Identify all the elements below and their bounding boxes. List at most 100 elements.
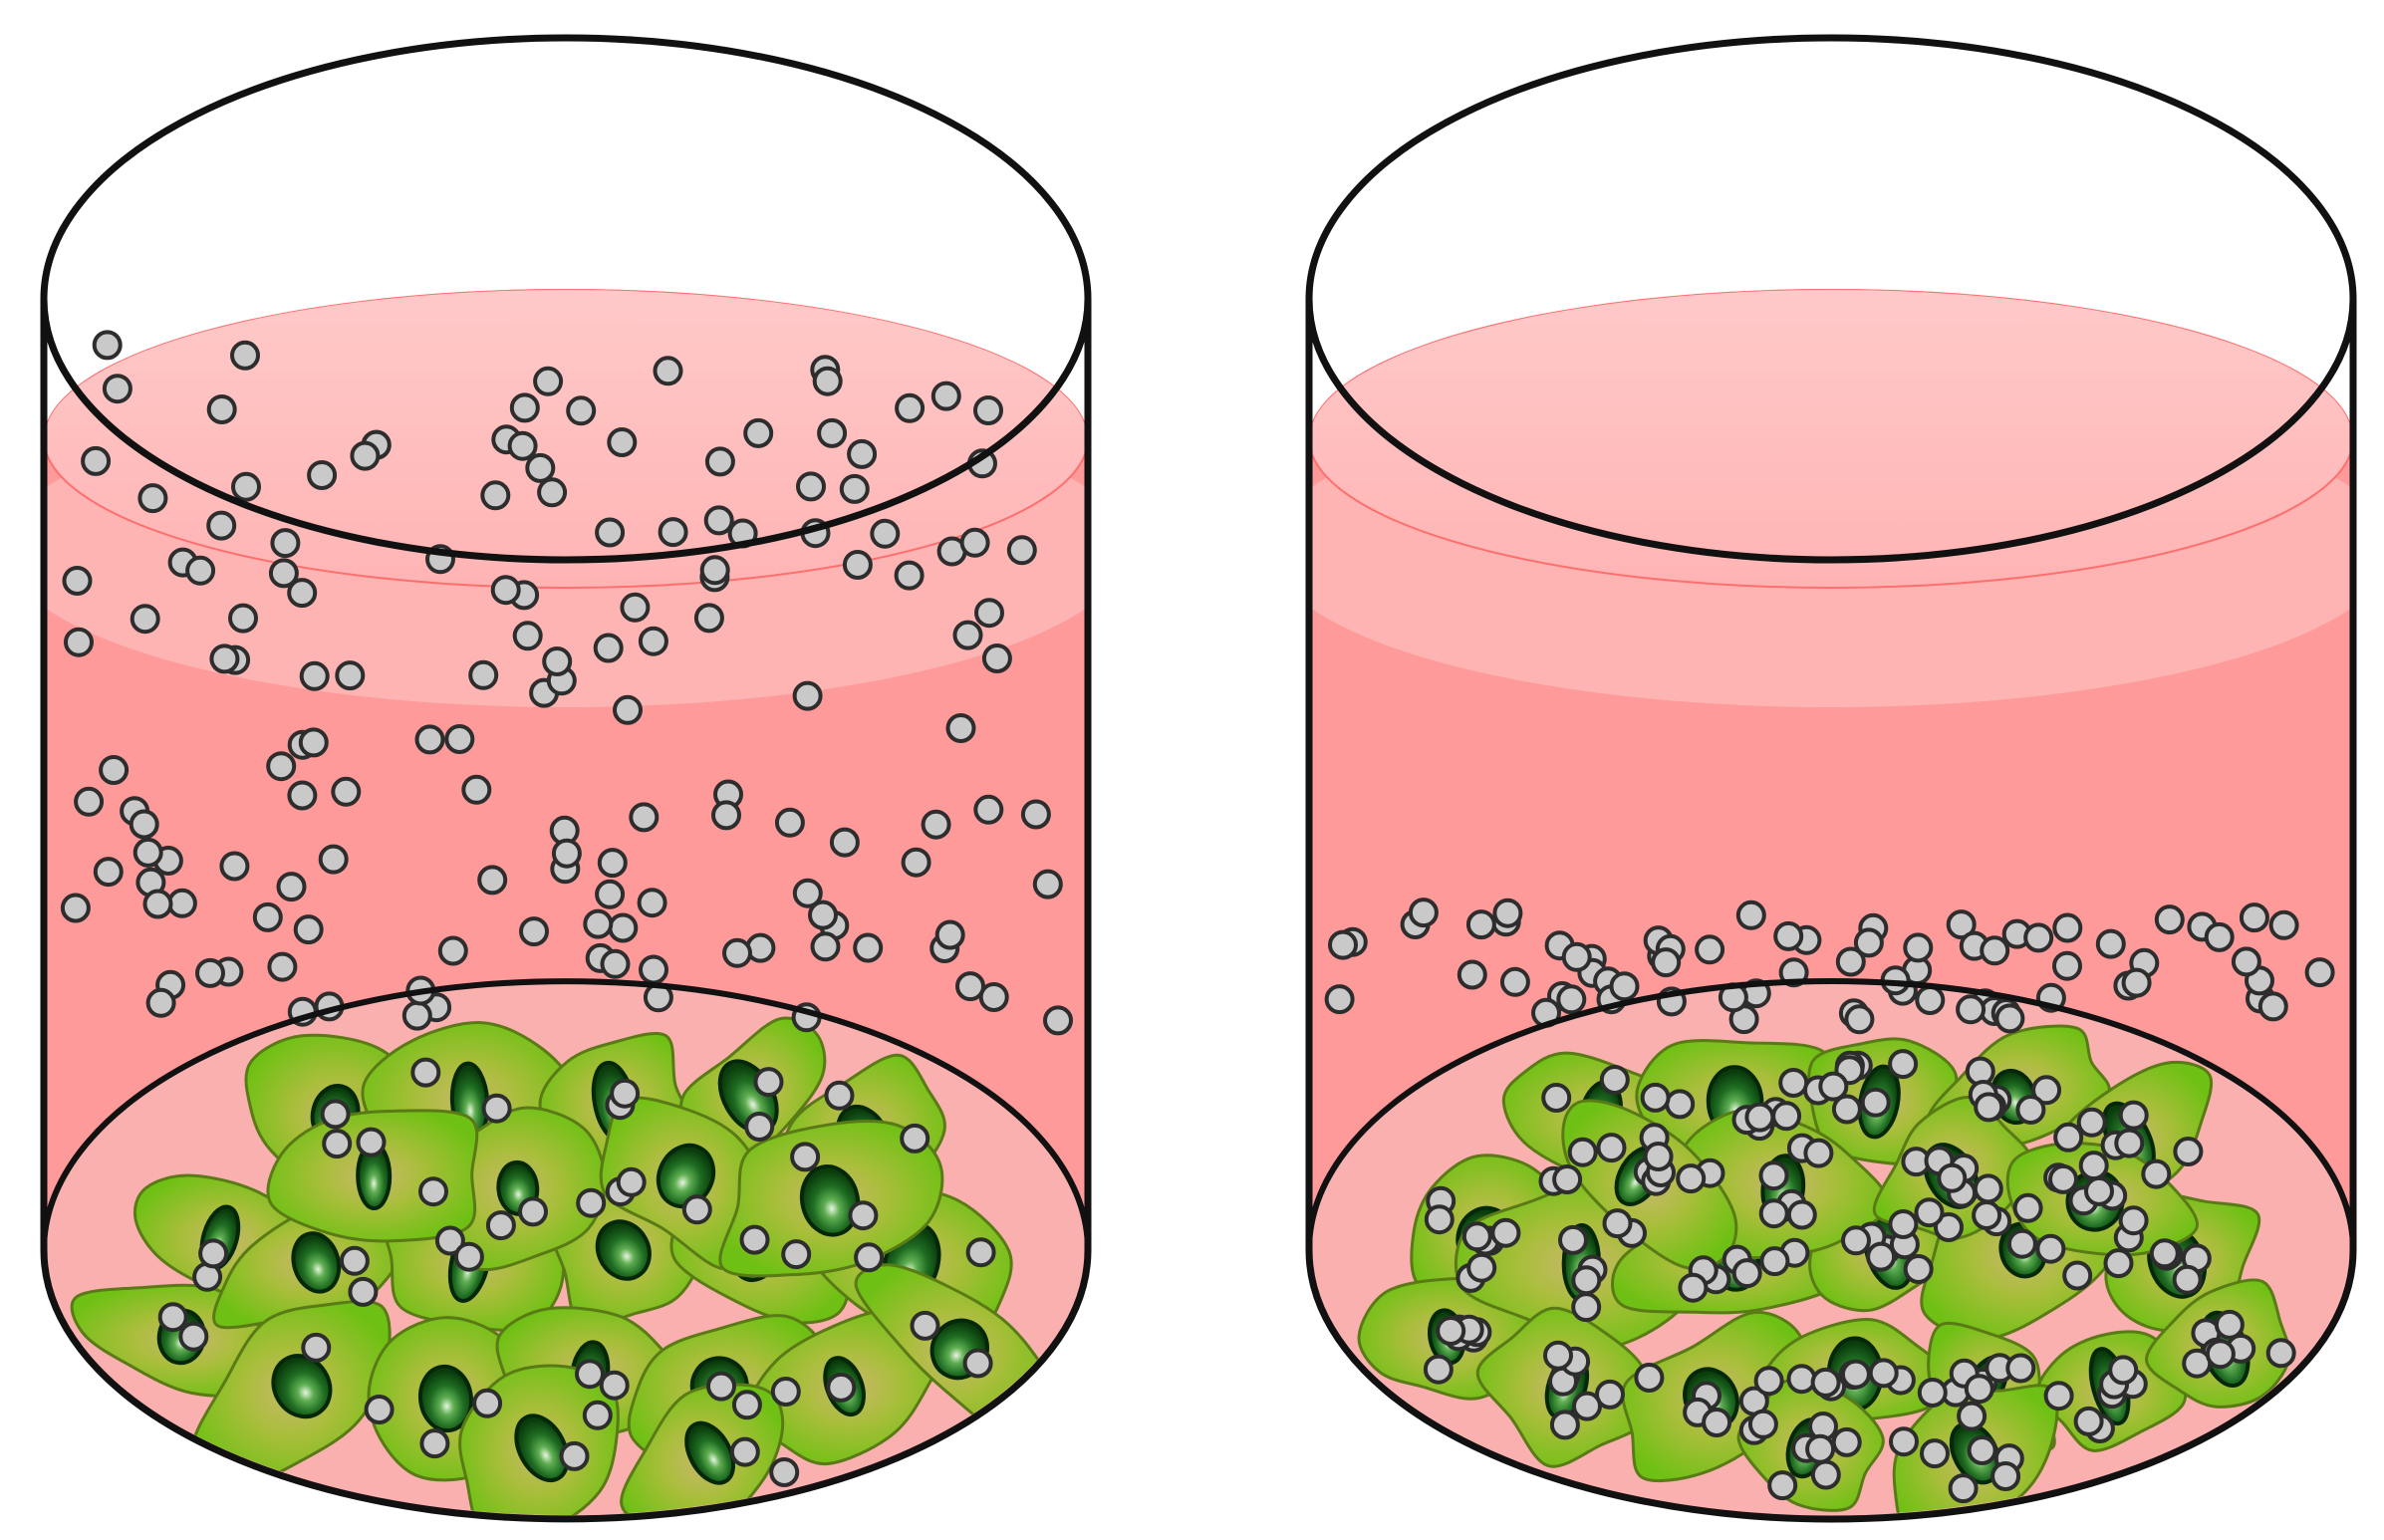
nanoparticle-icon [576,1187,607,1218]
nanoparticle-icon [2118,1205,2149,1236]
nanoparticle-icon [826,1372,857,1403]
nanoparticle-icon [848,1200,879,1231]
nanoparticle-icon [959,527,990,558]
nanoparticle-icon [2062,1260,2093,1291]
nanoparticle-icon [774,807,805,838]
nanoparticle-icon [978,982,1009,1012]
nanoparticle-icon [595,517,626,548]
nanoparticle-icon [2149,1238,2180,1269]
nanoparticle-icon [507,430,538,461]
nanoparticle-icon [593,633,624,663]
nanoparticle-icon [64,627,94,657]
nanoparticle-icon [1747,1409,1778,1439]
nanoparticle-icon [1651,947,1682,978]
nanoparticle-icon [1805,1433,1836,1464]
nanoparticle-icon [2005,1353,2036,1384]
nanoparticle-icon [2239,902,2269,933]
nanoparticle-icon [2118,1100,2149,1131]
nanoparticle-icon [930,381,961,411]
nanoparticle-icon [600,948,631,979]
nanoparticle-icon [599,1370,630,1401]
nanoparticle-icon [231,471,261,502]
nanoparticle-icon [1972,1200,2002,1230]
nanoparticle-icon [1020,799,1051,830]
beaker-wall [40,299,1092,1523]
nanoparticle-icon [307,460,338,490]
nucleus-icon [799,1163,861,1237]
nanoparticle-icon [62,566,93,596]
nanoparticle-icon [1466,1252,1497,1283]
beaker-settled [1305,34,2357,1523]
nanoparticle-icon [1543,1340,1573,1371]
nanoparticle-icon [1903,932,1934,963]
nanoparticle-icon [610,1078,641,1109]
nanoparticle-icon [1753,1366,1784,1397]
nanoparticle-icon [1903,1254,1934,1284]
nanoparticle-icon [900,1123,930,1154]
nanoparticle-icon [1499,966,1530,997]
nanoparticle-icon [1571,1292,1602,1323]
nanoparticle-icon [414,724,445,755]
nanoparticle-icon [2304,957,2335,988]
nanoparticle-icon [693,603,724,634]
nanoparticle-icon [2172,1264,2203,1295]
nanoparticle-icon [629,802,660,833]
nanoparticle-icon [1956,994,1987,1025]
nanoparticle-icon [1571,1265,1602,1296]
nanoparticle-icon [490,575,521,606]
nanoparticle-icon [582,1400,613,1430]
nanoparticle-icon [706,1371,736,1402]
nanoparticle-icon [1917,1378,1948,1408]
nanoparticle-icon [637,888,667,918]
nanoparticle-icon [472,1388,503,1418]
nanoparticle-icon [796,471,826,502]
nanoparticle-icon [744,1112,775,1142]
nanoparticle-icon [1457,959,1487,990]
nanoparticle-icon [410,1057,441,1088]
nanoparticle-icon [1835,946,1866,977]
nanoparticle-icon [595,879,626,909]
nanoparticle-icon [1771,1101,1802,1132]
nanoparticle-icon [1492,898,1523,928]
nanoparticle-icon [130,604,160,635]
nanoparticle-icon [1840,1359,1871,1390]
nanoparticle-icon [512,621,543,651]
nanoparticle-icon [1424,1204,1455,1235]
nanoparticle-icon [461,774,492,805]
nanoparticle-icon [1964,1374,1994,1405]
nanoparticle-icon [955,971,985,1002]
nanoparticle-icon [1831,1426,1862,1457]
nucleus-icon [684,1420,736,1485]
nanoparticle-icon [542,646,573,676]
nanoparticle-icon [620,592,651,623]
nanoparticle-icon [901,847,931,878]
nanoparticle-icon [2053,1122,2084,1153]
nanoparticle-icon [129,809,159,840]
nanoparticle-icon [731,1390,762,1420]
nanoparticle-icon [1599,1065,1630,1095]
nanoparticle-icon [2268,909,2299,940]
nanoparticle-icon [2231,946,2261,977]
nanoparticle-icon [301,1332,332,1363]
nanoparticle-icon [252,901,283,932]
nanoparticle-icon [331,776,362,807]
nanoparticle-icon [1043,1005,1073,1036]
nanoparticle-icon [157,1302,188,1333]
nanoparticle-icon [2121,967,2152,998]
nanoparticle-icon [870,518,901,549]
nanoparticle-icon [739,1224,770,1255]
nanoparticle-icon [206,394,237,424]
nanoparticle-icon [1461,1221,1492,1252]
nanoparticle-icon [2023,922,2054,953]
nanoparticle-icon [910,1310,940,1341]
nanoparticle-icon [453,1241,484,1272]
beaker-rim [1305,34,2357,564]
nanoparticle-icon [99,755,130,785]
nanoparticle-icon [824,1080,855,1111]
nanoparticle-icon [792,680,823,711]
nanoparticle-icon [1678,1272,1709,1303]
nanoparticle-icon [178,1321,209,1352]
nanoparticle-icon [1640,1082,1671,1113]
nucleus-icon [271,1354,333,1419]
